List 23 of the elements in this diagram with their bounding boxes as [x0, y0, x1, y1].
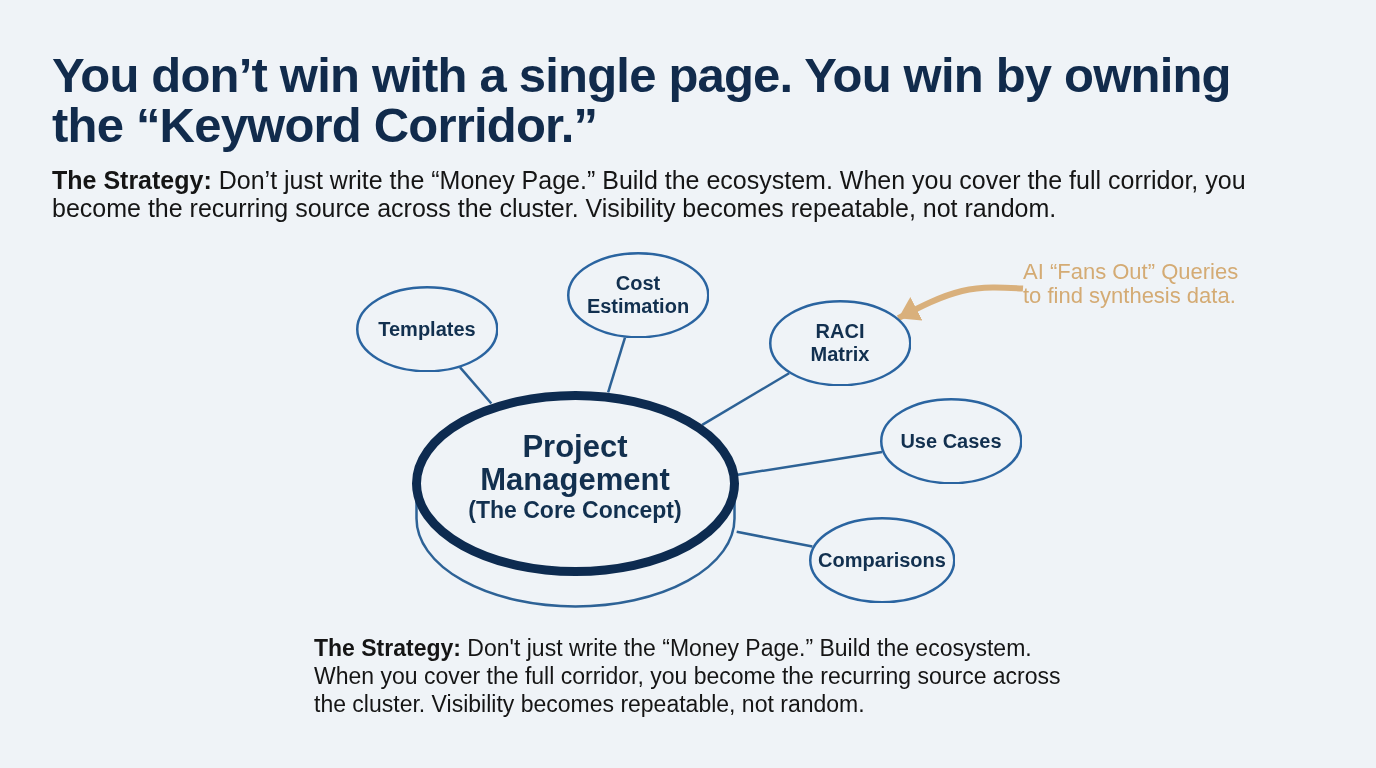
- topic-label: RACI Matrix: [809, 320, 871, 366]
- topic-label: Comparisons: [818, 548, 946, 572]
- connector-line: [737, 450, 883, 476]
- core-concept-subtitle: (The Core Concept): [468, 496, 682, 525]
- pointer-arrow: [896, 284, 1024, 321]
- annotation-note: AI “Fans Out” Queries to find synthesis data.: [1023, 260, 1255, 308]
- topic-ellipse: [879, 397, 1023, 485]
- slide-title: You don’t win with a single page. You win by owning the “Keyword Corridor.”: [52, 50, 1232, 150]
- strategy-paragraph: The Strategy: Don’t just write the “Money Page.” Build the ecosystem. When you cover the full corridor, you become the recurring source across the cluster. Visibility becomes repeatable, not random.: [52, 166, 1247, 222]
- topic-ellipse: [566, 251, 710, 339]
- topic-label: Use Cases: [900, 429, 1002, 453]
- connector-line: [736, 530, 813, 548]
- strategy-paragraph: The Strategy: Don't just write the “Money Page.” Build the ecosystem. When you cover the full corridor, you become the recurring source across the cluster. Visibility becomes repeatable, not random.: [314, 634, 1062, 718]
- topic-ellipse: [355, 285, 499, 373]
- topic-ellipse: [768, 299, 912, 387]
- connector-line: [701, 372, 790, 426]
- topic-ellipse: [808, 516, 956, 604]
- core-concept-title: Project Management: [479, 429, 671, 496]
- core-concept-cylinder: [411, 390, 739, 611]
- connector-line: [606, 337, 627, 393]
- topic-label: Cost Estimation: [585, 272, 691, 318]
- connector-line: [459, 366, 493, 405]
- topic-label: Templates: [378, 317, 476, 341]
